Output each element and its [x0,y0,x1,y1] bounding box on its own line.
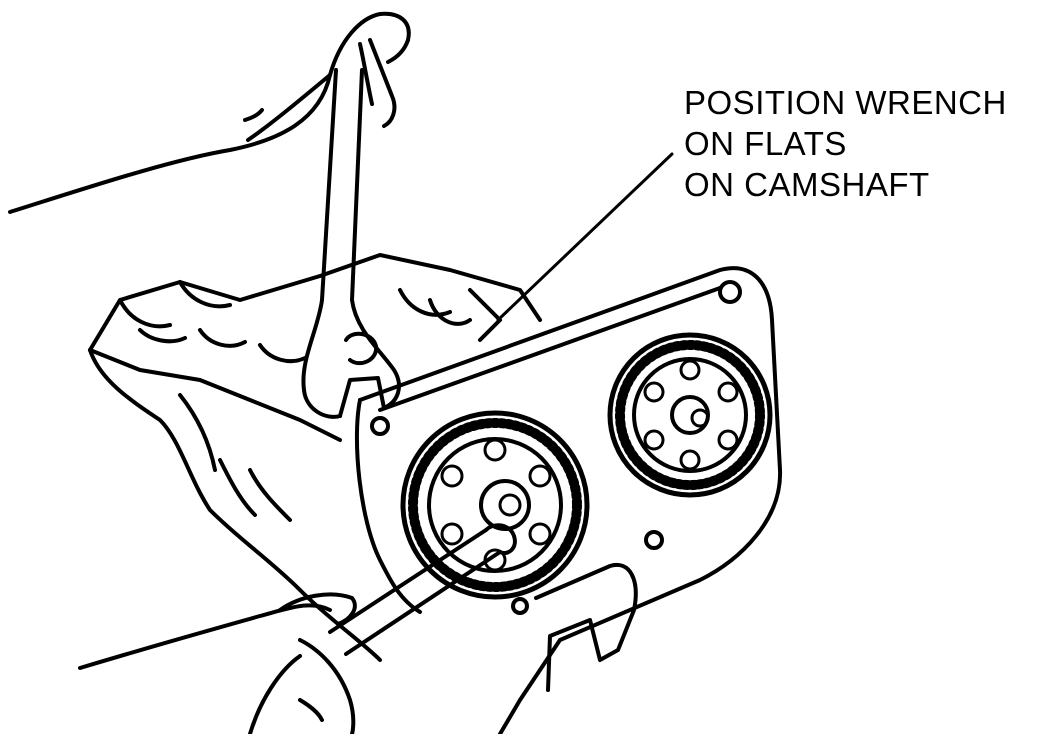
right-cam-sprocket [607,332,773,498]
lower-hand [78,592,357,734]
cylinder-head [88,253,542,662]
upper-hand [8,11,411,214]
left-cam-sprocket [400,410,590,600]
timing-cover [354,266,783,734]
callout-text: POSITION WRENCH ON FLATS ON CAMSHAFT [684,82,1007,205]
lower-wrench [328,523,517,656]
callout-line-2: ON FLATS [684,125,847,162]
callout-leader [496,152,674,322]
upper-wrench [301,68,401,419]
callout-line-1: POSITION WRENCH [684,84,1007,121]
callout-line-3: ON CAMSHAFT [684,166,930,203]
